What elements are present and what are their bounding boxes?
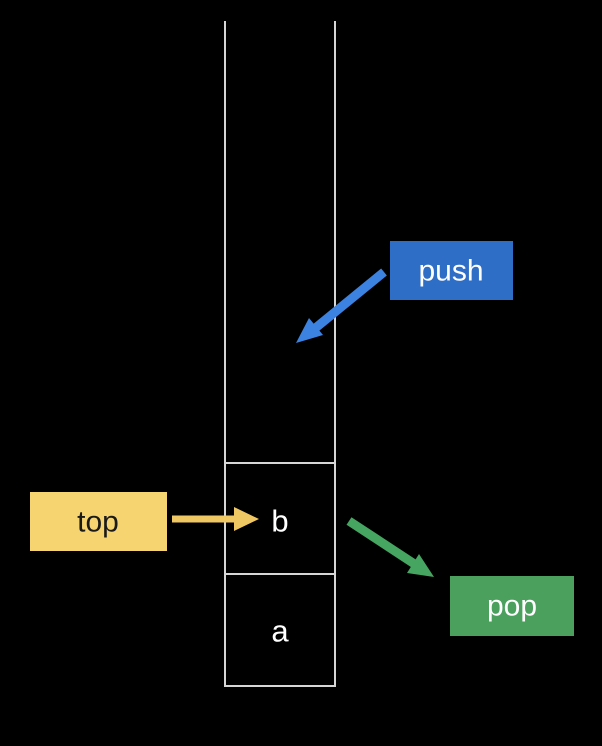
pop-annotation: pop [346,517,574,636]
push-arrow-head [296,318,323,343]
top-annotation: top [30,492,259,551]
stack-container [224,21,336,687]
top-label-box [30,492,167,551]
push-annotation: push [296,241,513,343]
pop-arrow-shaft [346,517,419,569]
pop-label-box [450,576,574,636]
top-arrow-head [234,507,259,531]
top-label: top [77,506,119,539]
pop-arrow-head [407,554,434,577]
push-label-box [390,241,513,300]
push-arrow-shaft [310,268,387,334]
pop-label: pop [487,590,537,623]
stack-cell-value-bottom: a [271,614,289,649]
stack-cell-value-top: b [271,504,288,539]
push-label: push [418,255,483,288]
